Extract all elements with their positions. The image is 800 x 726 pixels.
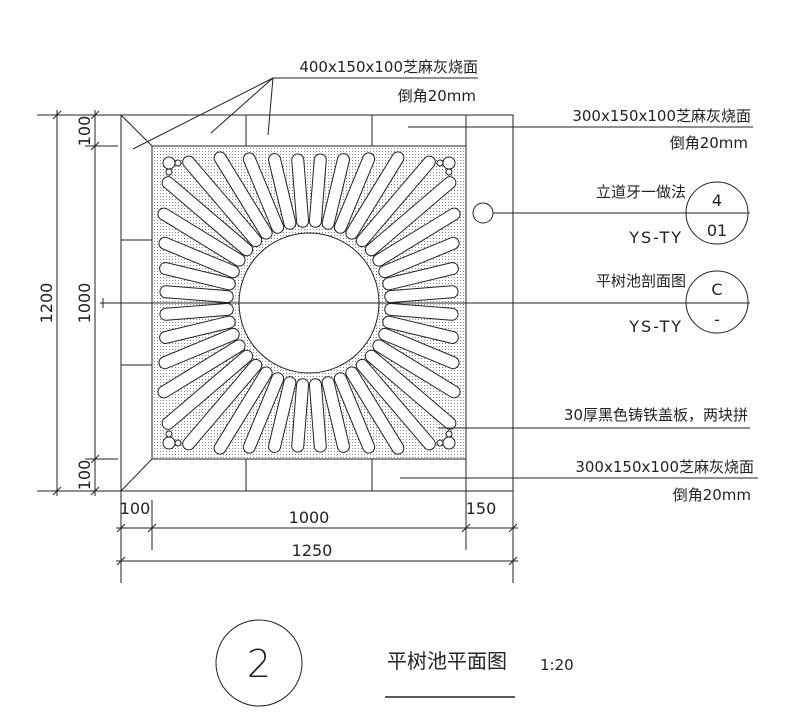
grate-corner-hole — [165, 430, 173, 438]
drawing-scale: 1:20 — [540, 656, 574, 674]
bottom-stone-label: 300x150x100芝麻灰烧面 — [575, 458, 754, 476]
top-stone-label: 400x150x100芝麻灰烧面 — [299, 58, 478, 76]
grate-slot — [334, 153, 375, 233]
grate-slot — [269, 154, 296, 229]
top-stone-chamfer: 倒角20mm — [398, 87, 476, 105]
grate-slot — [356, 156, 435, 247]
drawing-number-bubble — [215, 619, 303, 707]
grate-corner-hole — [442, 156, 456, 170]
grate-slot — [243, 373, 284, 453]
dim-left-inner: 1000 — [75, 283, 94, 324]
left-dimension-lines — [37, 110, 121, 496]
grate-corner-hole — [174, 439, 182, 447]
grate-slot — [373, 340, 460, 398]
grate-slot — [346, 152, 404, 239]
grate-corner-hole — [162, 436, 176, 450]
grate-slot — [159, 237, 239, 278]
section-ref-sheet: YS-TY — [628, 317, 683, 336]
grate-slot — [379, 237, 459, 278]
grate-corner-hole — [445, 168, 453, 176]
grate-slot — [385, 286, 458, 303]
grate-corner-hole — [165, 168, 173, 176]
grate-slot — [309, 379, 326, 452]
grate-corner-hole — [436, 159, 444, 167]
bottom-stone-chamfer: 倒角20mm — [673, 486, 751, 504]
grate-corner-hole — [436, 439, 444, 447]
grate-slot — [160, 303, 233, 320]
grate-corner-hole — [445, 430, 453, 438]
curb-ref-page: 01 — [707, 221, 727, 240]
grate-slot — [160, 316, 235, 343]
grate-slot — [292, 154, 309, 227]
grate-corner-hole — [162, 156, 176, 170]
grate-slot — [334, 373, 375, 453]
section-ref-title: 平树池剖面图 — [596, 272, 686, 290]
grate-label: 30厚黑色铸铁盖板，两块拼 — [564, 406, 748, 424]
grate-slot — [158, 340, 245, 398]
grate-corner-hole — [174, 159, 182, 167]
bottom-dimension-lines — [116, 491, 518, 583]
section-detail-bubble[interactable] — [685, 270, 749, 334]
curb-callout-marker — [472, 202, 494, 224]
curb-ref-number: 4 — [712, 191, 722, 210]
dim-left-top: 100 — [75, 116, 94, 147]
grate-slot — [365, 350, 456, 429]
grate-slot — [373, 208, 460, 266]
dim-bottom-right: 150 — [466, 499, 497, 518]
dim-left-bottom: 100 — [75, 460, 94, 491]
grate-slot — [322, 154, 349, 229]
drawing-number: 2 — [247, 642, 271, 686]
grate-slot — [159, 328, 239, 369]
grate-slot — [269, 377, 296, 452]
section-ref-number: C — [711, 280, 722, 299]
grate-slot — [183, 359, 262, 450]
grate-slot — [383, 263, 458, 290]
right-stone-chamfer: 倒角20mm — [670, 134, 748, 152]
dim-left-total: 1200 — [37, 283, 56, 324]
grate-slot — [356, 359, 435, 450]
curb-ref-title: 立道牙一做法 — [596, 183, 686, 201]
paving-joints — [120, 114, 467, 492]
top-stone-leader — [132, 77, 478, 150]
grate-slot — [158, 208, 245, 266]
section-ref-page: - — [714, 310, 720, 329]
grate-slot — [183, 156, 262, 247]
grate-slot — [243, 153, 284, 233]
grate-slot — [379, 328, 459, 369]
grate-slot — [385, 303, 458, 320]
dim-bottom-left: 100 — [120, 499, 151, 518]
grate-slot — [160, 263, 235, 290]
grate-slots — [157, 151, 461, 455]
grate-corner-hole — [442, 436, 456, 450]
grate-slot — [214, 152, 272, 239]
curb-ref-sheet: YS-TY — [628, 228, 683, 247]
grate-slot — [292, 379, 309, 452]
grate-slot — [383, 316, 458, 343]
grate-slot — [162, 350, 253, 429]
curb-detail-bubble[interactable] — [685, 181, 749, 245]
grate-slot — [322, 377, 349, 452]
grate-slot — [365, 177, 456, 256]
drawing-title: 平树池平面图 — [387, 649, 507, 673]
grate-slot — [160, 286, 233, 303]
grate-slot — [346, 367, 404, 454]
right-stone-label: 300x150x100芝麻灰烧面 — [572, 107, 751, 125]
grate-slot — [309, 154, 326, 227]
grate-slot — [162, 177, 253, 256]
grate-slot — [214, 367, 272, 454]
dim-bottom-total: 1250 — [292, 541, 333, 560]
dim-bottom-inner: 1000 — [289, 508, 330, 527]
